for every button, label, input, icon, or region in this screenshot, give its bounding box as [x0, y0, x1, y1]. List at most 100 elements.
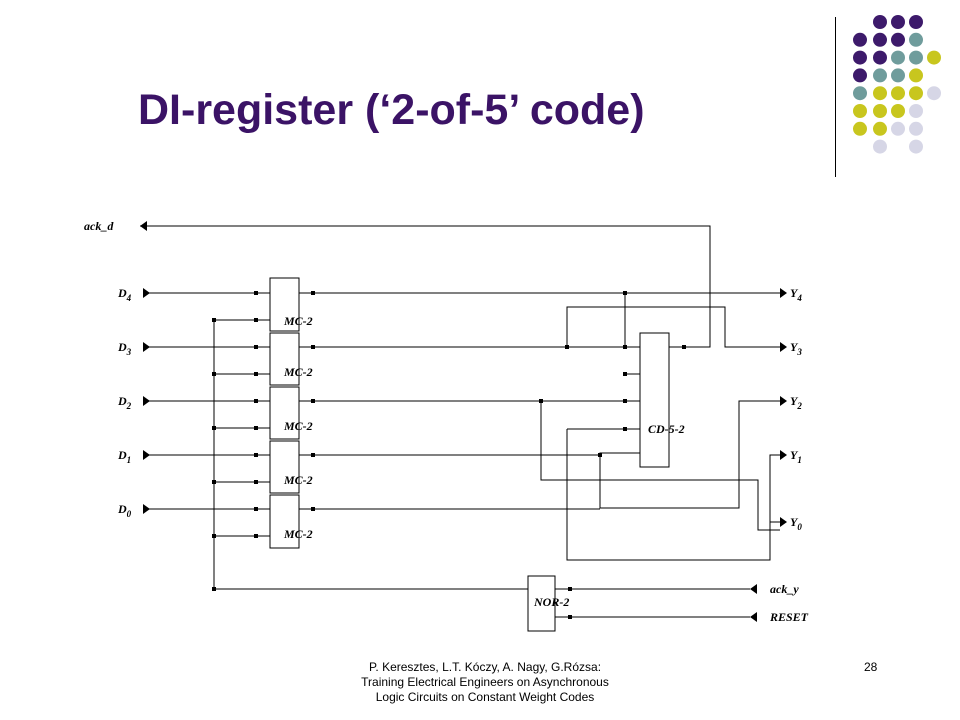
- output-label-y3: Y3: [790, 340, 802, 357]
- footer-line-3: Logic Circuits on Constant Weight Codes: [375, 690, 595, 704]
- slide-title: DI-register (‘2-of-5’ code): [138, 86, 645, 134]
- decorative-dot: [891, 32, 905, 47]
- junction-dot: [539, 399, 543, 403]
- circuit-diagram: ack_dD4D3D2D1D0MC-2MC-2MC-2MC-2MC-2CD-5-…: [84, 219, 809, 632]
- decorative-dot: [891, 68, 905, 83]
- y1-route: [566, 429, 780, 561]
- mc-2-block: [269, 386, 300, 440]
- decorative-dot: [909, 32, 923, 47]
- input-arrow: [143, 396, 150, 406]
- output-label-y0: Y0: [790, 515, 802, 532]
- input-arrow: [143, 288, 150, 298]
- junction-dot: [311, 399, 315, 403]
- junction-dot: [254, 534, 258, 538]
- cd-5-2-block: [639, 332, 670, 468]
- junction-dot: [254, 372, 258, 376]
- decorative-dot: [853, 68, 867, 83]
- decorative-dot: [909, 50, 923, 65]
- footer-line-2: Training Electrical Engineers on Asynchr…: [361, 675, 609, 689]
- decorative-dot: [853, 86, 867, 101]
- junction-dot: [311, 453, 315, 457]
- mc-2-label: MC-2: [283, 527, 313, 541]
- ack-d-arrow: [140, 221, 147, 231]
- junction-dot: [568, 587, 572, 591]
- input-arrow: [143, 342, 150, 352]
- footer-line-1: P. Keresztes, L.T. Kóczy, A. Nagy, G.Róz…: [368, 660, 602, 674]
- junction-dot: [254, 345, 258, 349]
- input-label-d1: D1: [117, 448, 131, 465]
- decorative-dot: [909, 121, 923, 136]
- title-divider: [835, 17, 836, 177]
- reset-arrow: [750, 612, 757, 622]
- decorative-dot: [927, 50, 941, 65]
- y2-route: [599, 400, 780, 509]
- input-label-d4: D4: [117, 286, 132, 303]
- decorative-dot: [873, 32, 887, 47]
- output-arrow: [780, 517, 787, 527]
- mc-2-label: MC-2: [283, 419, 313, 433]
- mc-2-block: [269, 440, 300, 494]
- decorative-dot: [927, 86, 941, 101]
- junction-dot: [623, 427, 627, 431]
- decorative-dot: [853, 50, 867, 65]
- junction-dot: [311, 345, 315, 349]
- output-label-y1: Y1: [790, 448, 802, 465]
- decorative-dot: [909, 104, 923, 118]
- y3-route: [566, 306, 780, 348]
- input-arrow: [143, 504, 150, 514]
- junction-dot: [212, 426, 216, 430]
- decorative-dot: [909, 68, 923, 83]
- output-label-y2: Y2: [790, 394, 802, 411]
- input-label-d2: D2: [117, 394, 132, 411]
- page-number: 28: [864, 660, 878, 674]
- decorative-dot: [873, 15, 887, 29]
- decorative-dot: [891, 86, 905, 101]
- junction-dot: [623, 372, 627, 376]
- decorative-dot: [853, 32, 867, 47]
- mc-2-block: [269, 277, 300, 332]
- junction-dot: [565, 345, 569, 349]
- ack-d-label: ack_d: [84, 219, 114, 233]
- mc-2-label: MC-2: [283, 365, 313, 379]
- junction-dot: [254, 399, 258, 403]
- input-label-d3: D3: [117, 340, 132, 357]
- output-arrow: [780, 450, 787, 460]
- junction-dot: [254, 453, 258, 457]
- decorative-dot: [873, 68, 887, 83]
- junction-dot: [598, 453, 602, 457]
- junction-dot: [623, 345, 627, 349]
- junction-dot: [623, 291, 627, 295]
- ack-y-arrow: [750, 584, 757, 594]
- junction-dot: [682, 345, 686, 349]
- decorative-dot-grid: [853, 15, 941, 154]
- junction-dot: [212, 480, 216, 484]
- mc-2-block: [269, 332, 300, 386]
- junction-dot: [212, 534, 216, 538]
- decorative-dot: [873, 50, 887, 65]
- decorative-dot: [873, 104, 887, 118]
- input-label-d0: D0: [117, 502, 132, 519]
- reset-label: RESET: [769, 610, 809, 624]
- decorative-dot: [853, 104, 867, 118]
- junction-dot: [212, 318, 216, 322]
- nor-2-label: NOR-2: [533, 595, 569, 609]
- y0-route-from-d2: [540, 401, 780, 531]
- decorative-dot: [891, 50, 905, 65]
- cd-5-2-label: CD-5-2: [648, 422, 685, 436]
- junction-dot: [311, 507, 315, 511]
- decorative-dot: [909, 86, 923, 101]
- junction-dot: [311, 291, 315, 295]
- junction-dot: [568, 615, 572, 619]
- decorative-dot: [873, 139, 887, 154]
- junction-dot: [212, 372, 216, 376]
- decorative-dot: [891, 121, 905, 136]
- ack-d-wire: [140, 225, 711, 348]
- output-arrow: [780, 396, 787, 406]
- decorative-dot: [891, 104, 905, 118]
- nor-2-block: [527, 575, 556, 632]
- junction-dot: [254, 318, 258, 322]
- decorative-dot: [909, 139, 923, 154]
- y4-tap: [624, 293, 640, 348]
- output-arrow: [780, 342, 787, 352]
- junction-dot: [254, 507, 258, 511]
